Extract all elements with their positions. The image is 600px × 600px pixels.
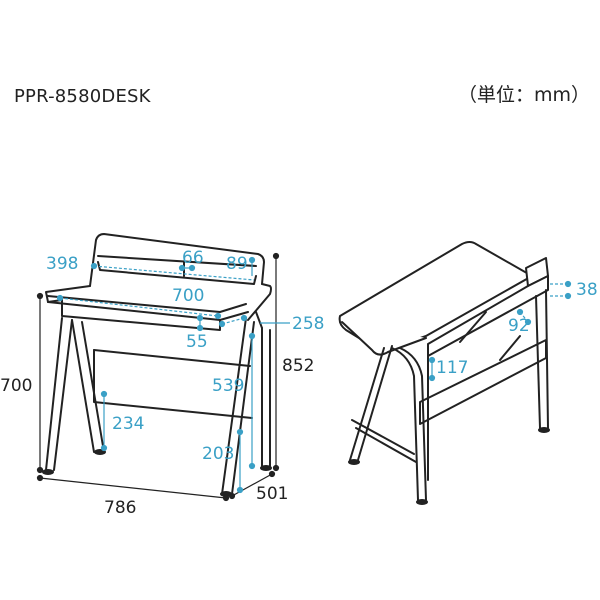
dim-desktop-width: 700 <box>172 286 205 306</box>
dim-shelf-height: 89 <box>226 254 248 274</box>
dim-shelf-width: 398 <box>46 254 79 274</box>
dim-shelf-thickness: 38 <box>576 280 598 300</box>
rear-panel <box>93 349 251 367</box>
dim-leg-height: 539 <box>212 376 245 396</box>
side-lower-board <box>419 339 547 425</box>
dim-shelf-depth: 92 <box>508 316 530 336</box>
front-right-leg <box>221 317 247 495</box>
dim-desktop-depth: 55 <box>186 332 208 352</box>
desktop-board <box>47 295 247 313</box>
side-front-leg <box>349 347 385 461</box>
model-number: PPR-8580DESK <box>14 86 151 107</box>
dim-drawer-depth: 258 <box>292 314 325 334</box>
dim-desk-height: 700 <box>0 376 33 396</box>
unit-label: （単位：mm） <box>458 84 591 106</box>
dim-shelf-floor-height: 203 <box>202 444 235 464</box>
shelf-back-board <box>89 233 265 287</box>
dim-total-height: 852 <box>282 356 315 376</box>
dim-underframe-height: 234 <box>112 414 145 434</box>
dim-shelf-gap: 66 <box>182 248 204 268</box>
dim-total-width: 786 <box>104 498 137 518</box>
front-left-leg <box>45 317 63 471</box>
dim-frame-gap: 117 <box>436 358 469 378</box>
dim-total-depth: 501 <box>256 484 289 504</box>
upper-shelf <box>97 261 257 285</box>
